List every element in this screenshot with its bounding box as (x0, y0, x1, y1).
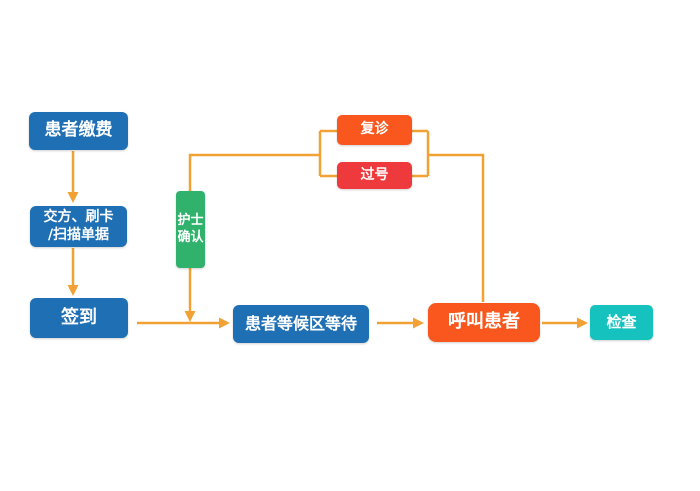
node-call-patient-label: 呼叫患者 (448, 311, 520, 333)
node-follow-up: 复诊 (337, 115, 412, 145)
node-examination-label: 检查 (606, 313, 637, 332)
node-nurse-confirm: 护士确认 (176, 191, 205, 268)
node-waiting-area-label: 患者等候区等待 (244, 314, 357, 333)
arrowhead-down-icon (67, 192, 79, 203)
connector-call-to-loop (428, 153, 485, 302)
connector-loop-to-nurse (188, 153, 320, 191)
bracket-left (318, 129, 337, 178)
bracket-right (412, 129, 430, 178)
node-check-in: 签到 (30, 298, 128, 338)
node-missed-number: 过号 (337, 162, 412, 189)
node-follow-up-label: 复诊 (360, 121, 389, 138)
node-patient-payment: 患者缴费 (29, 112, 128, 150)
node-submit-prescription: 交方、刷卡 /扫描单据 (30, 206, 127, 247)
arrowhead-down-icon (67, 285, 79, 296)
node-missed-number-label: 过号 (360, 166, 389, 183)
node-patient-payment-label: 患者缴费 (44, 120, 113, 141)
arrowhead-down-icon (184, 311, 196, 322)
node-submit-prescription-line1: 交方、刷卡 (43, 209, 114, 225)
node-call-patient: 呼叫患者 (428, 303, 540, 342)
node-nurse-confirm-label: 护士确认 (177, 212, 204, 245)
node-waiting-area: 患者等候区等待 (233, 305, 369, 343)
arrowhead-right-icon (413, 317, 424, 329)
node-check-in-label: 签到 (61, 306, 97, 328)
node-examination: 检查 (590, 305, 653, 340)
node-submit-prescription-line2: /扫描单据 (47, 226, 110, 243)
arrowhead-right-icon (219, 317, 230, 329)
arrowhead-right-icon (577, 317, 588, 329)
